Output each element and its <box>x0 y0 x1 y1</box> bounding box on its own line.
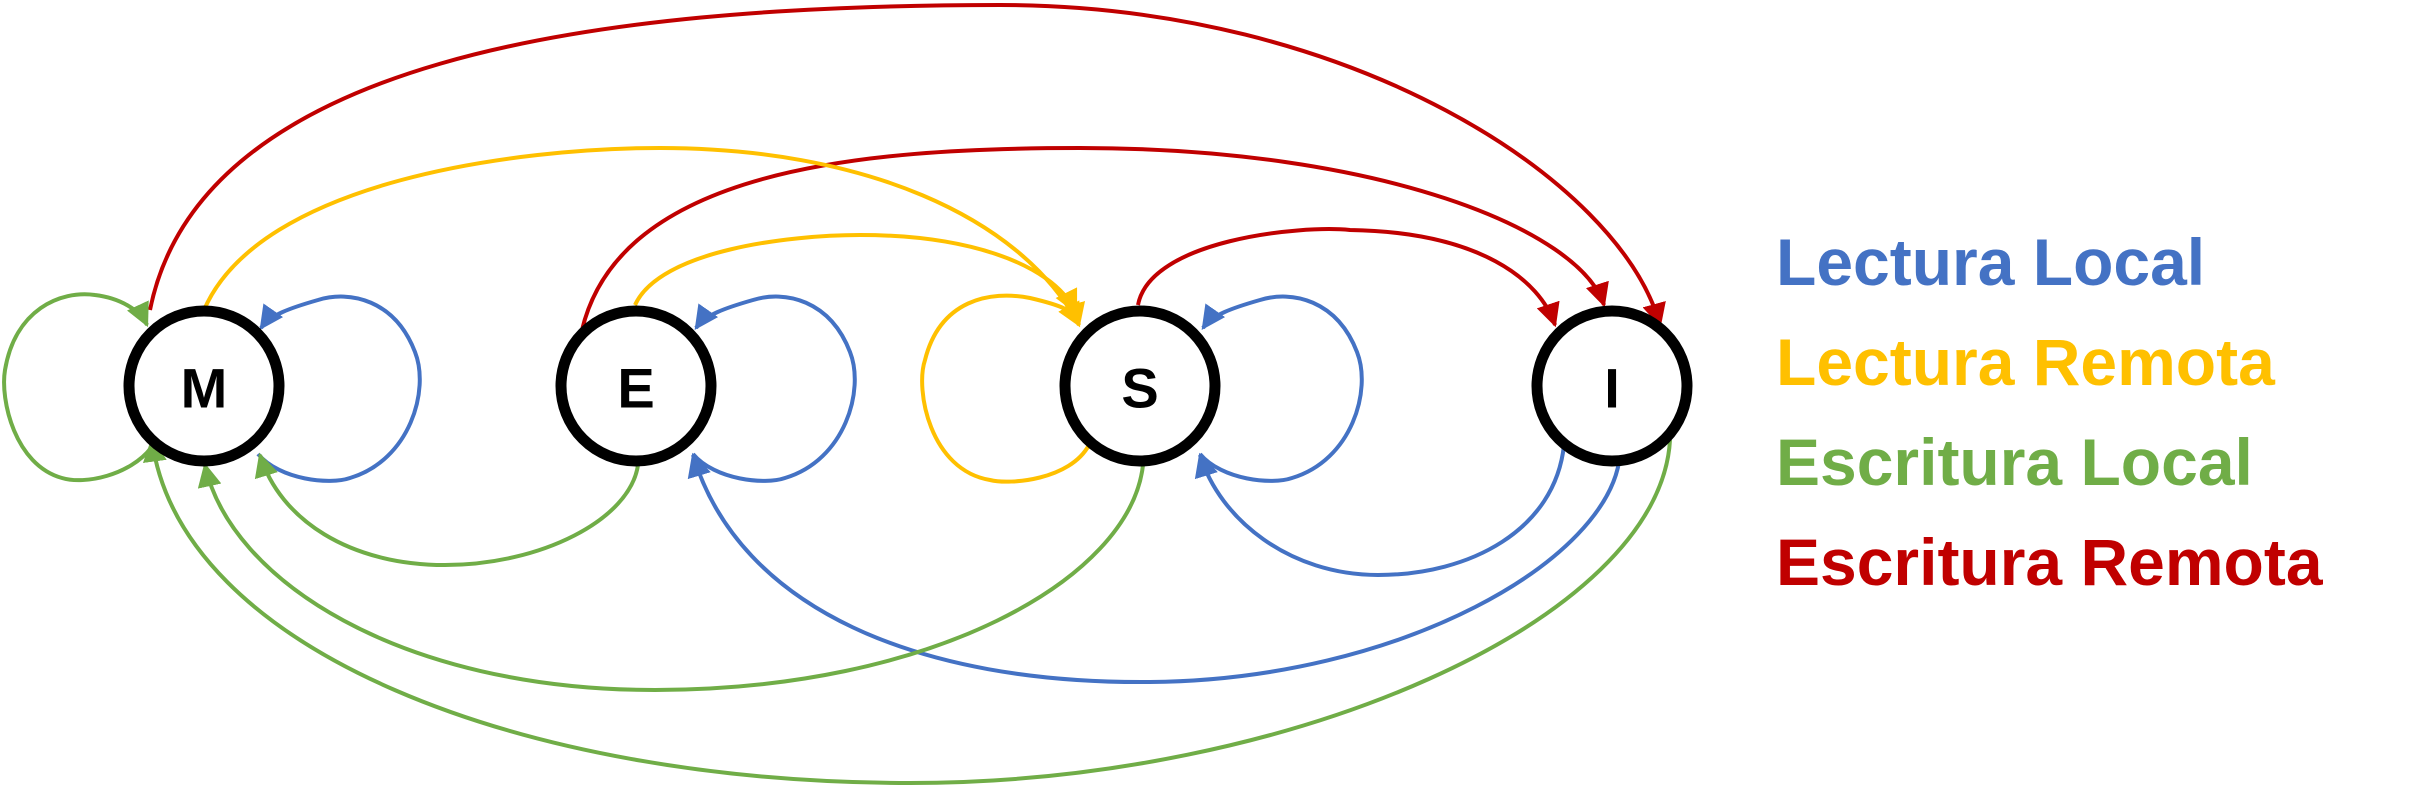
transition-e-to-m-escritura-local <box>254 452 640 568</box>
state-node-m: M <box>123 305 285 467</box>
state-node-e: E <box>555 305 717 467</box>
legend-item-lectura-local: Lectura Local <box>1776 225 2206 299</box>
transition-s-to-s-lectura-local-self <box>1198 294 1364 483</box>
transition-i-to-e-lectura-local <box>687 452 1622 685</box>
transition-s-to-s-lectura-remota-self <box>920 293 1091 484</box>
transition-e-to-s-lectura-remota <box>633 232 1078 315</box>
state-label-m: M <box>181 357 228 420</box>
transition-i-to-m-escritura-local <box>142 437 1672 786</box>
state-label-i: I <box>1604 357 1620 420</box>
state-label-e: E <box>617 357 654 420</box>
transition-m-to-s-lectura-remota <box>202 145 1081 328</box>
legend-item-escritura-remota: Escritura Remota <box>1776 525 2323 599</box>
state-label-s: S <box>1121 357 1158 420</box>
legend-item-lectura-remota: Lectura Remota <box>1776 325 2275 399</box>
state-node-s: S <box>1059 305 1221 467</box>
transition-m-to-m-escritura-local-self <box>2 292 153 483</box>
transition-i-to-s-lectura-local <box>1194 444 1566 578</box>
transition-s-to-i-escritura-remota <box>1136 227 1560 328</box>
legend-item-escritura-local: Escritura Local <box>1776 425 2253 499</box>
transition-e-to-e-lectura-local-self <box>691 294 857 483</box>
transition-s-to-m-escritura-local <box>197 462 1145 693</box>
transition-e-to-i-escritura-remota <box>580 145 1609 331</box>
transition-m-to-m-lectura-local-self <box>256 294 422 483</box>
transition-m-to-i-escritura-remota <box>148 2 1666 328</box>
legend: Lectura Local Lectura Remota Escritura L… <box>1776 212 2323 612</box>
state-node-i: I <box>1531 305 1693 467</box>
